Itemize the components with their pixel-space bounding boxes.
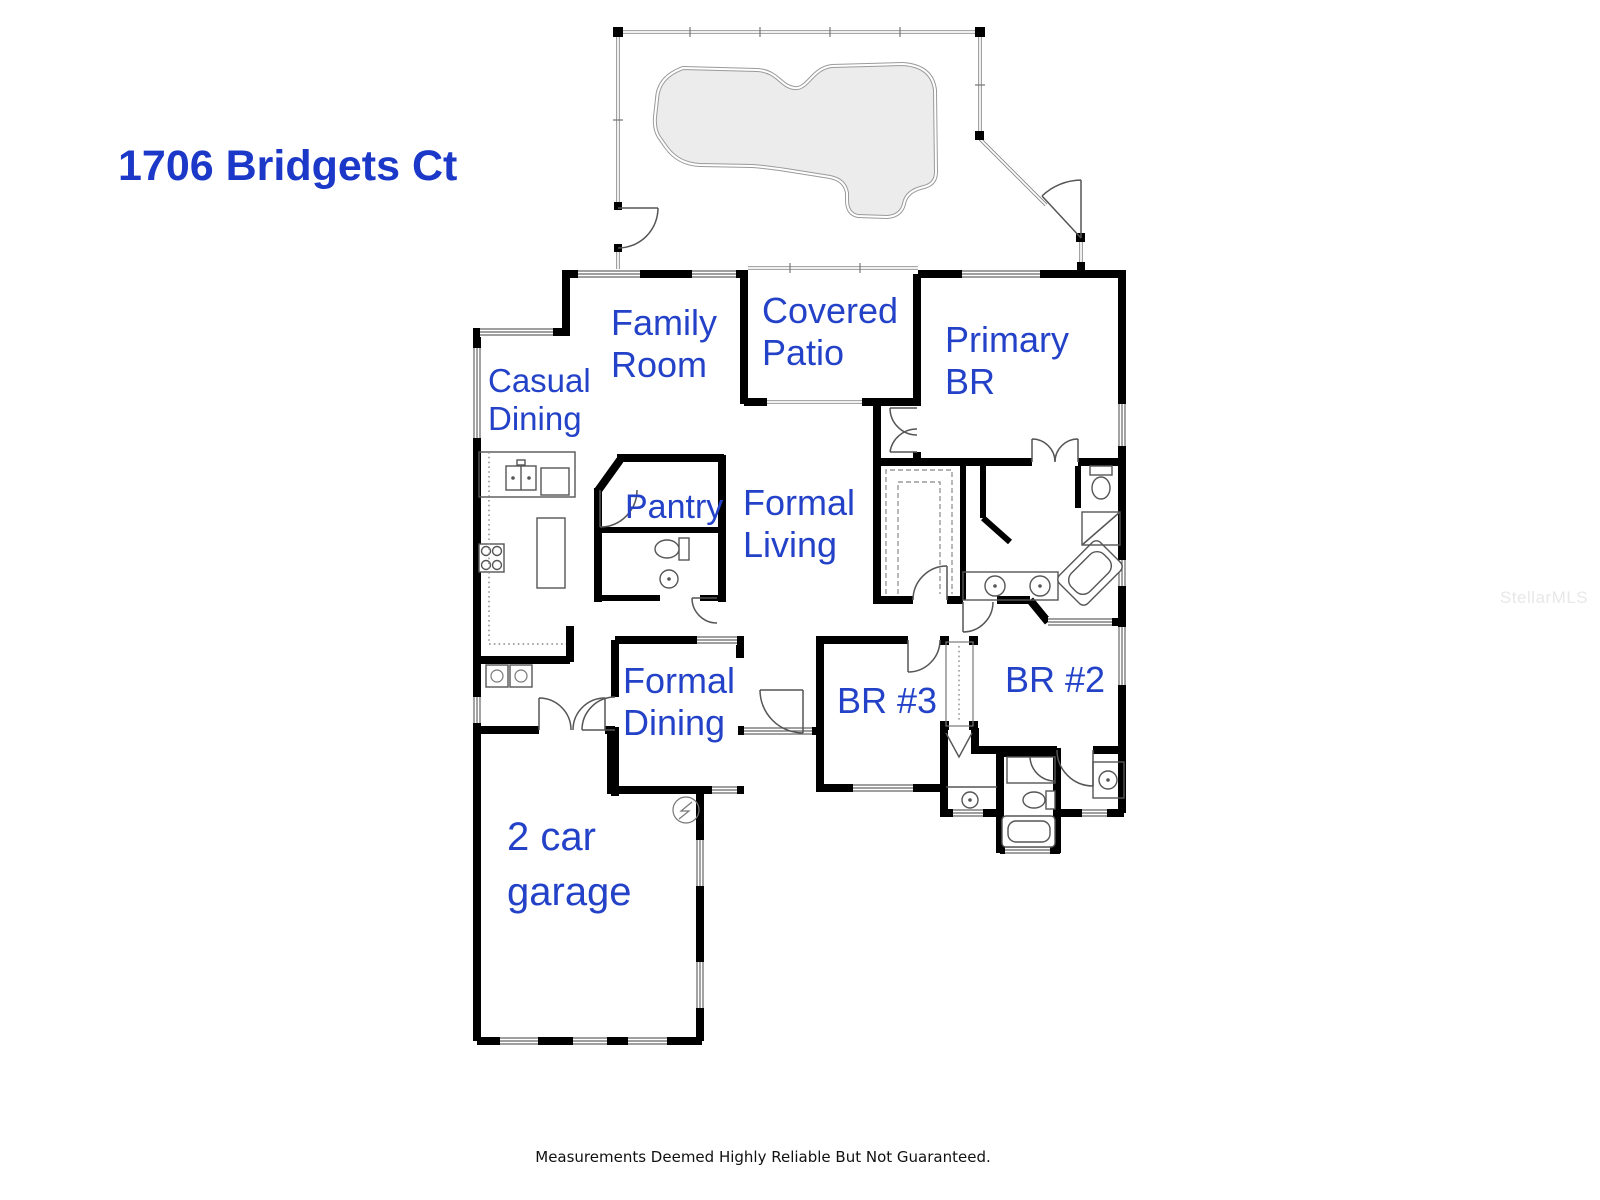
label-primary-br-2: BR bbox=[945, 361, 995, 402]
label-garage: 2 car bbox=[507, 815, 596, 859]
shower bbox=[1006, 756, 1056, 784]
toilet-tank bbox=[1045, 790, 1056, 810]
stellar-mls-watermark: StellarMLS bbox=[1500, 588, 1589, 607]
page-title: 1706 Bridgets Ct bbox=[118, 142, 458, 190]
kitchen-fixtures bbox=[478, 451, 576, 645]
toilet-bowl bbox=[654, 539, 680, 559]
label-covered-patio-2: Patio bbox=[762, 332, 844, 373]
label-pantry: Pantry bbox=[625, 488, 723, 526]
toilet-tank bbox=[678, 537, 690, 561]
label-casual-dining-2: Dining bbox=[488, 400, 582, 437]
bath2-fixtures bbox=[946, 756, 1125, 848]
label-casual-dining: Casual bbox=[488, 362, 591, 399]
toilet-tank bbox=[1089, 465, 1113, 476]
label-primary-br: Primary bbox=[945, 319, 1069, 360]
refrigerator bbox=[540, 467, 570, 496]
dryer bbox=[509, 664, 533, 688]
windows bbox=[472, 269, 1127, 1046]
toilet-bowl bbox=[1022, 791, 1046, 809]
br3-closet bbox=[945, 641, 974, 759]
label-covered-patio: Covered bbox=[762, 290, 898, 331]
stove bbox=[478, 543, 505, 573]
label-family-room: Family bbox=[611, 302, 717, 343]
pool bbox=[652, 61, 939, 220]
label-formal-living-2: Living bbox=[743, 524, 837, 565]
label-formal-dining-2: Dining bbox=[623, 702, 725, 743]
kitchen-island bbox=[536, 517, 566, 589]
disclaimer-text: Measurements Deemed Highly Reliable But … bbox=[535, 1148, 991, 1166]
electrical-symbol bbox=[672, 796, 700, 824]
vanity bbox=[1092, 761, 1125, 799]
washer bbox=[485, 664, 509, 688]
toilet-bowl bbox=[1091, 476, 1111, 500]
half-bath-fixtures bbox=[654, 537, 690, 589]
label-family-room-2: Room bbox=[611, 344, 707, 385]
tub bbox=[1001, 815, 1056, 848]
label-formal-living: Formal bbox=[743, 482, 855, 523]
label-formal-dining: Formal bbox=[623, 660, 735, 701]
label-br2: BR #2 bbox=[1005, 659, 1105, 700]
vanity bbox=[962, 571, 1059, 601]
room-labels: Family Room Covered Patio Primary BR Cas… bbox=[488, 290, 1105, 914]
shower bbox=[1081, 511, 1121, 546]
label-garage-2: garage bbox=[507, 870, 632, 914]
primary-bath-fixtures bbox=[885, 465, 1123, 606]
laundry-fixtures bbox=[485, 664, 533, 688]
corner-tub bbox=[1057, 540, 1123, 606]
label-br3: BR #3 bbox=[837, 680, 937, 721]
